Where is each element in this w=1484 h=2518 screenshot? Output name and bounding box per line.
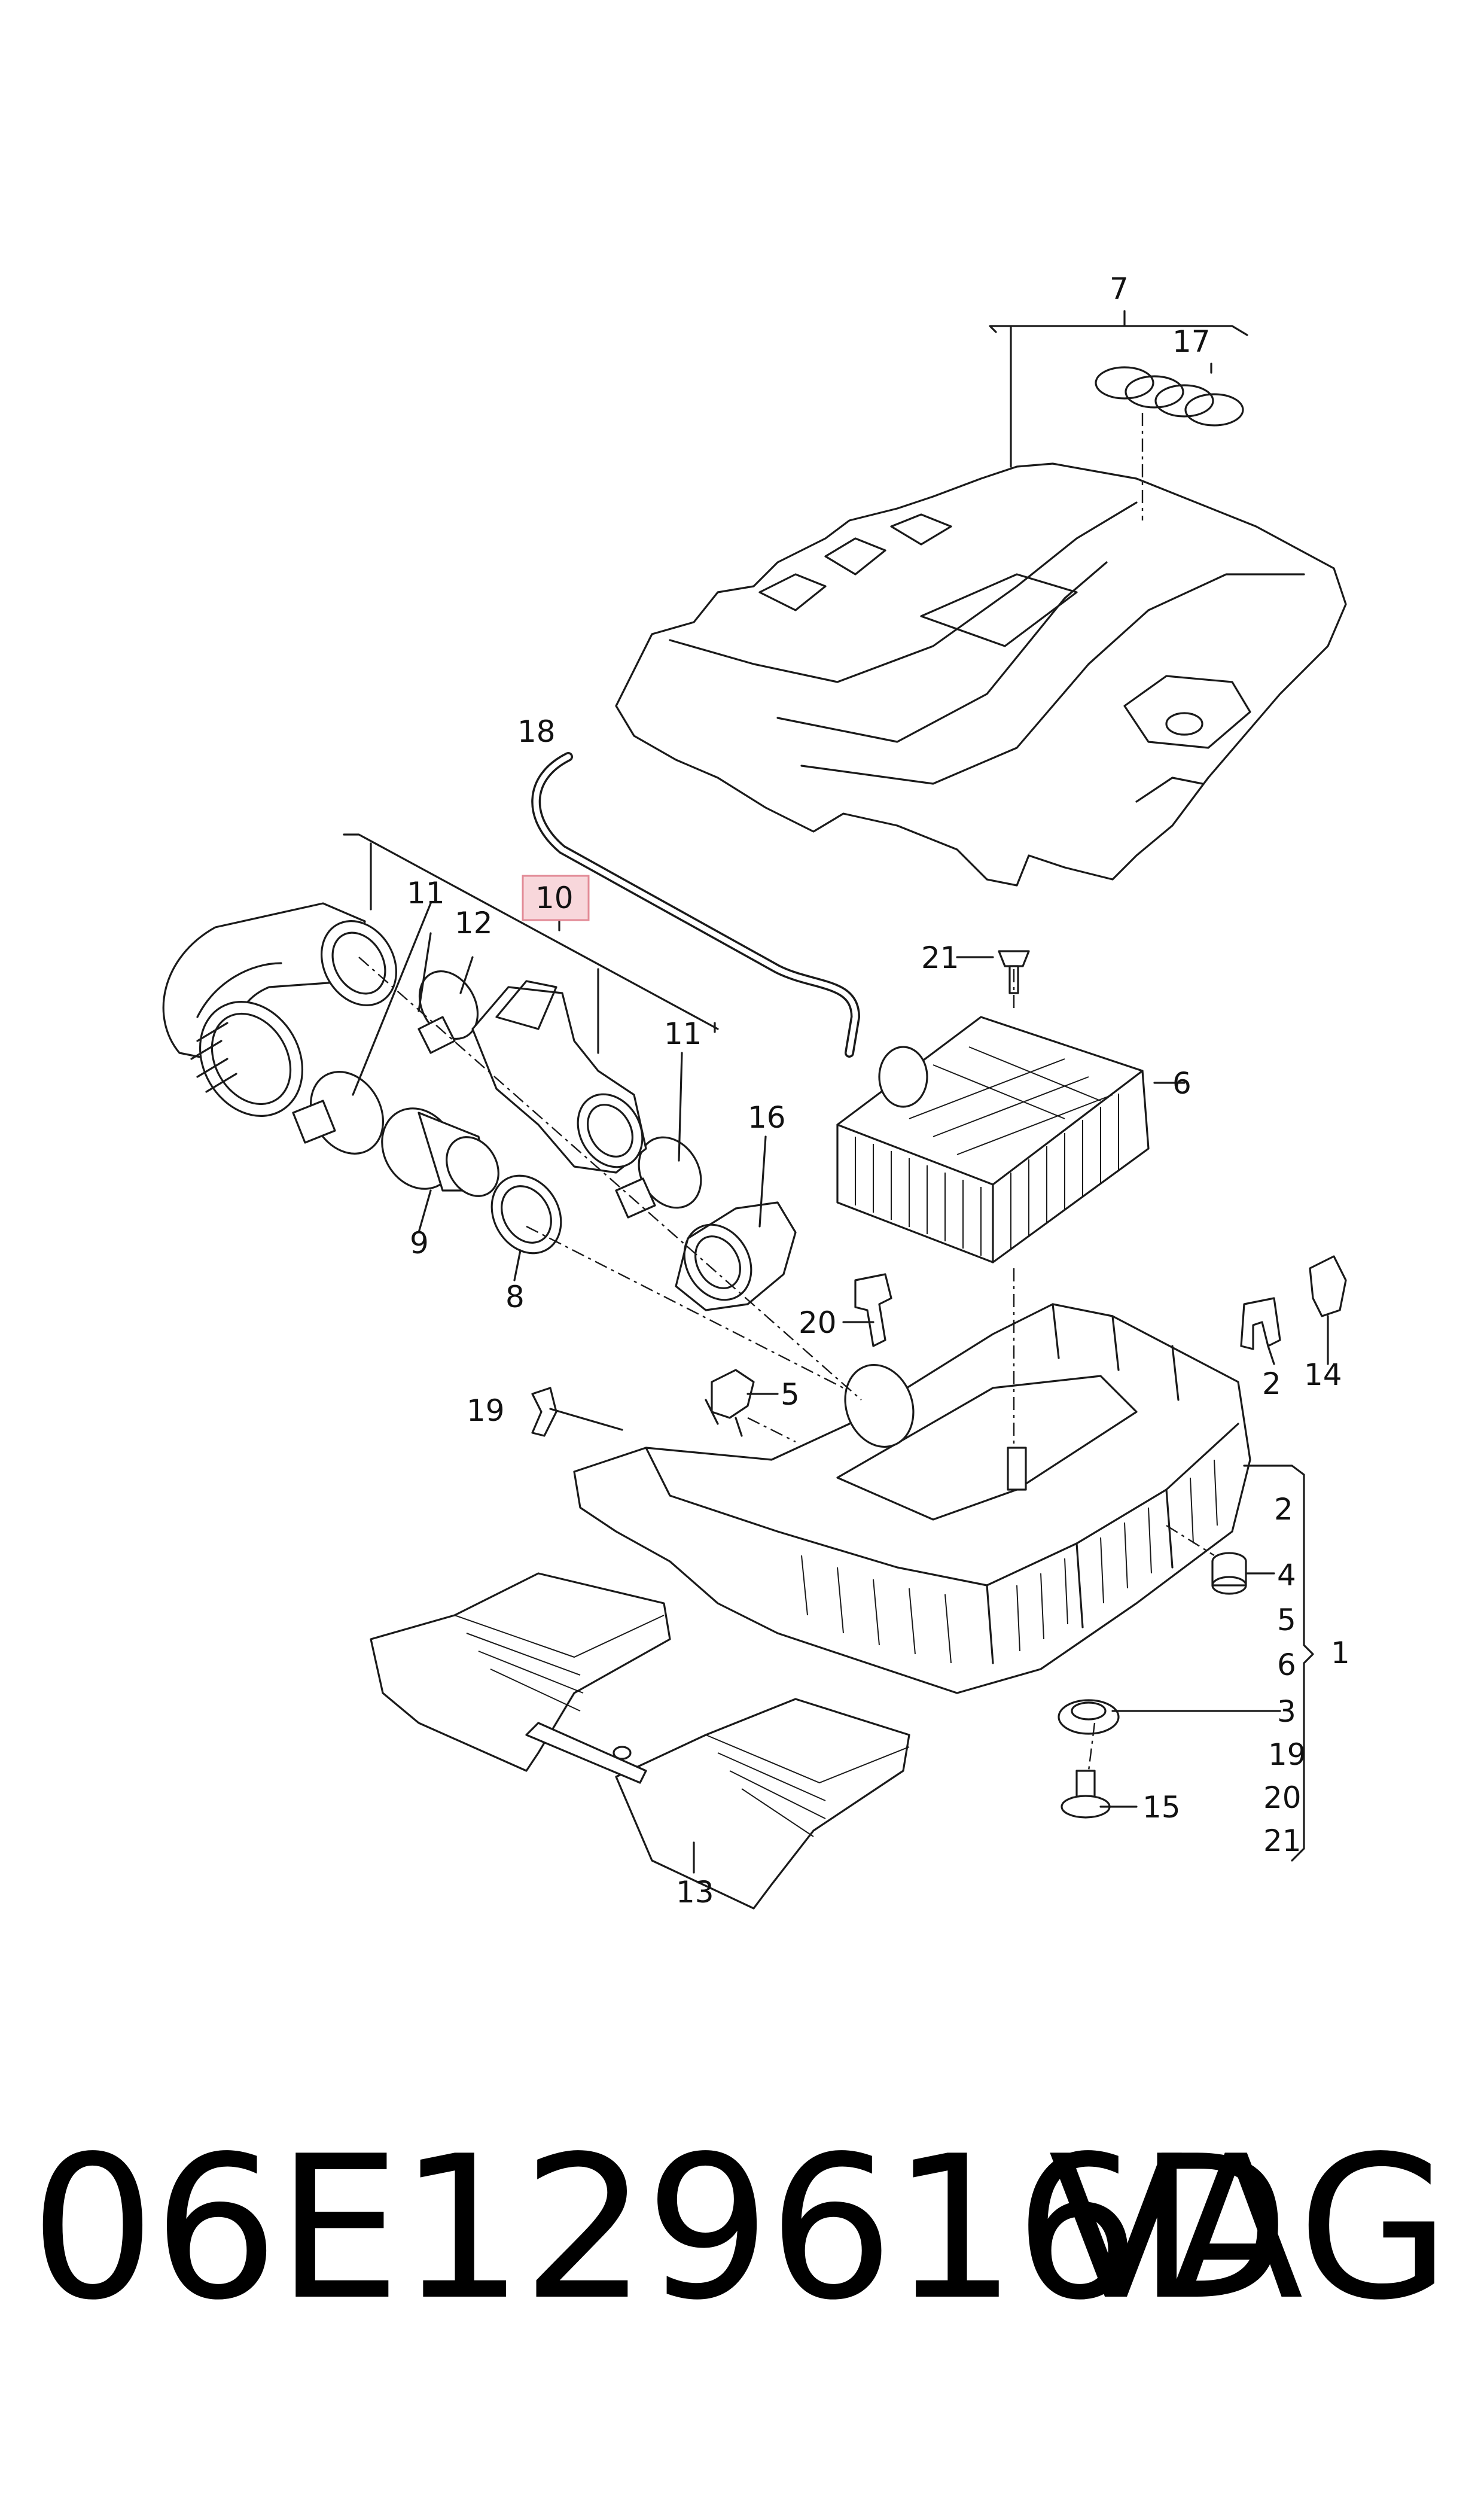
label-13: 13 xyxy=(676,1875,714,1910)
intake-seal xyxy=(490,1174,562,1255)
label-20a: 20 xyxy=(799,1305,837,1340)
label-15: 15 xyxy=(1142,1790,1181,1825)
label-16: 16 xyxy=(748,1100,786,1135)
leader-lines xyxy=(343,310,1329,1874)
intake-adapter xyxy=(675,1201,797,1311)
brand-name: VAG xyxy=(1048,2114,1451,2343)
grommet-3 xyxy=(1058,1699,1120,1735)
part-number: 06E129616D xyxy=(30,2114,1290,2343)
air-ducts xyxy=(370,1572,910,1910)
label-10: 10 xyxy=(535,881,574,915)
label-14: 14 xyxy=(1304,1357,1342,1392)
label-11a: 11 xyxy=(407,876,445,911)
center-lines xyxy=(358,413,1215,1771)
air-filter-element xyxy=(836,1016,1150,1263)
footer: 06E129616D VAG xyxy=(0,2130,1484,2441)
fastener-15 xyxy=(1061,1770,1111,1819)
part-labels: 7 17 18 10 11 12 11 16 9 8 21 6 20 5 19 … xyxy=(407,272,1350,1910)
air-filter-housing xyxy=(573,1303,1251,1694)
label-19a: 19 xyxy=(467,1393,505,1428)
label-8: 8 xyxy=(505,1280,525,1314)
bracket-14 xyxy=(1309,1255,1347,1317)
label-2a: 2 xyxy=(1262,1366,1281,1401)
exploded-parts-diagram: 7 17 18 10 11 12 11 16 9 8 21 6 20 5 19 … xyxy=(162,272,1350,1910)
label-5a: 5 xyxy=(781,1377,800,1412)
seal-rings xyxy=(1095,366,1244,427)
label-9: 9 xyxy=(410,1226,429,1260)
engine-cover xyxy=(615,462,1347,887)
hose-clamps xyxy=(292,970,702,1219)
label-7: 7 xyxy=(1110,272,1129,306)
label-5b: 5 xyxy=(1277,1603,1296,1637)
label-17: 17 xyxy=(1172,324,1211,359)
label-6a: 6 xyxy=(1172,1066,1192,1101)
highlight-box-10 xyxy=(522,875,590,921)
vacuum-hose-core xyxy=(533,754,858,1056)
label-21a: 21 xyxy=(921,940,959,975)
air-mass-meter-housing xyxy=(471,980,647,1174)
label-12: 12 xyxy=(455,906,493,940)
clip-bracket xyxy=(854,1273,892,1347)
bracket-2 xyxy=(1240,1297,1281,1350)
sensor xyxy=(705,1369,755,1437)
label-20b: 20 xyxy=(1263,1780,1302,1815)
clip xyxy=(531,1387,557,1437)
grommet-4 xyxy=(1211,1552,1247,1595)
label-2b: 2 xyxy=(1274,1492,1293,1527)
label-1: 1 xyxy=(1331,1636,1350,1670)
screw xyxy=(998,950,1030,994)
label-4: 4 xyxy=(1277,1558,1296,1593)
label-18: 18 xyxy=(517,714,556,749)
intake-connector xyxy=(381,1107,499,1197)
intake-hose xyxy=(162,902,397,1117)
label-11b: 11 xyxy=(664,1016,702,1051)
label-21b: 21 xyxy=(1263,1823,1302,1858)
label-19b: 19 xyxy=(1268,1737,1306,1772)
label-3: 3 xyxy=(1277,1694,1296,1729)
label-6b: 6 xyxy=(1277,1648,1296,1682)
